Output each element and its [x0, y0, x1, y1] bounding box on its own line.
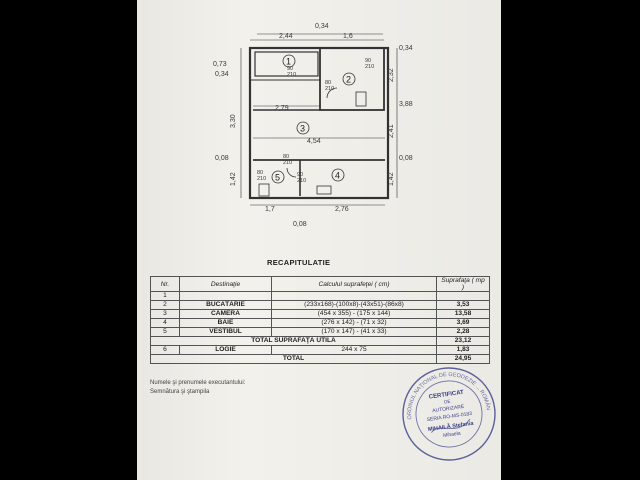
recap-title: RECAPITULATIE — [267, 258, 331, 267]
stamp-line-2: DE — [444, 399, 451, 405]
logie-calc: 244 x 75 — [271, 345, 437, 355]
logie-nr: 6 — [150, 345, 180, 355]
room-2-outline — [319, 47, 385, 111]
row-dest: CAMERĂ — [179, 309, 272, 319]
row-nr: 3 — [150, 309, 180, 319]
row-nr: 2 — [150, 300, 180, 310]
recap-table: Nr. Destinaţie Calculul suprafeţei ( cm)… — [150, 276, 490, 364]
dim-top-right: 1,6 — [343, 33, 353, 40]
total-utila-row: TOTAL SUPRAFAŢĂ UTILĂ 23,12 — [150, 336, 490, 346]
dim-inner-454: 4,54 — [307, 138, 321, 145]
stamp-line-6: Mihaela — [443, 431, 461, 439]
row-dest: VESTIBUL — [179, 327, 272, 337]
row-sup: 3,53 — [436, 300, 490, 310]
dim-right-142: 1,42 — [388, 172, 395, 186]
dim-right-top: 0,34 — [399, 45, 413, 52]
row-calc — [271, 291, 437, 301]
row-nr: 4 — [150, 318, 180, 328]
table-header-row: Nr. Destinaţie Calculul suprafeţei ( cm)… — [150, 276, 490, 292]
row-nr: 5 — [150, 327, 180, 337]
room-number-5: 5 — [275, 173, 280, 183]
notes-line-1: Numele şi prenumele executantului: — [150, 380, 246, 386]
dim-right-241: 2,41 — [388, 124, 395, 138]
table-row: 3 CAMERĂ (454 x 355) - (175 x 144) 13,58 — [150, 309, 490, 319]
room-number-2: 2 — [346, 75, 351, 85]
stamp-line-3: AUTORIZARE — [432, 404, 465, 415]
dim-top-mid: 0,34 — [315, 23, 329, 30]
dim-top-left: 2,44 — [279, 33, 293, 40]
total-label: TOTAL — [150, 354, 437, 364]
row-calc: (276 x 142) - (71 x 32) — [271, 318, 437, 328]
room-number-4: 4 — [335, 171, 340, 181]
row-calc: (454 x 355) - (175 x 144) — [271, 309, 437, 319]
dim-left-008: 0,08 — [215, 155, 229, 162]
dim-right-008: 0,08 — [399, 155, 413, 162]
dim-inner-279: 2,79 — [275, 105, 289, 112]
dim-left-142: 1,42 — [230, 172, 237, 186]
dim-left-total: 3,30 — [230, 114, 237, 128]
row-sup: 13,58 — [436, 309, 490, 319]
total-value: 24,95 — [436, 354, 490, 364]
signature-scribble — [431, 418, 471, 433]
row-nr: 1 — [150, 291, 180, 301]
table-row: 2 BUCĂTĂRIE (233x168)-(100x8)-(43x51)-(8… — [150, 300, 490, 310]
logie-sup: 1,83 — [436, 345, 490, 355]
notes-line-2: Semnătura şi ştampila — [150, 389, 210, 395]
row-sup: 2,28 — [436, 327, 490, 337]
row-dest — [179, 291, 272, 301]
dim-bottom-right: 2,76 — [335, 206, 349, 213]
row-dest: BAIE — [179, 318, 272, 328]
table-row: 1 — [150, 291, 490, 301]
dim-left-a: 0,73 — [213, 61, 227, 68]
dim-left-b: 0,34 — [215, 71, 229, 78]
outer-wall — [248, 46, 390, 200]
dim-bottom-left: 1,7 — [265, 206, 275, 213]
authorization-stamp: ORDINUL NAŢIONAL DE GEODEZIE ... ROMÂNIA… — [399, 360, 496, 461]
document-page: 0,34 2,44 1,6 0,34 0,73 0,34 3,88 0,08 0… — [137, 0, 501, 480]
dim-right-mid: 3,88 — [399, 101, 413, 108]
header-destinatie: Destinaţie — [179, 276, 272, 292]
header-suprafata: Suprafaţa ( mp ) — [436, 276, 490, 292]
row-calc: (170 x 147) - (41 x 33) — [271, 327, 437, 337]
room-1-outline — [254, 51, 319, 77]
dim-right-total-a: 2,32 — [388, 68, 395, 82]
floor-plan: 0,34 2,44 1,6 0,34 0,73 0,34 3,88 0,08 0… — [213, 23, 413, 228]
room-number-1: 1 — [286, 57, 291, 67]
row-sup — [436, 291, 490, 301]
table-row: 5 VESTIBUL (170 x 147) - (41 x 33) 2,28 — [150, 327, 490, 337]
total-utila-label: TOTAL SUPRAFAŢĂ UTILĂ — [150, 336, 437, 346]
row-calc: (233x168)-(100x8)-(43x51)-(86x8) — [271, 300, 437, 310]
room-number-3: 3 — [300, 124, 305, 134]
table-row: 4 BAIE (276 x 142) - (71 x 32) 3,69 — [150, 318, 490, 328]
dim-bottom-below: 0,08 — [293, 221, 307, 228]
total-utila-value: 23,12 — [436, 336, 490, 346]
notes: Numele şi prenumele executantului: Semnă… — [150, 379, 245, 397]
row-dest: BUCĂTĂRIE — [179, 300, 272, 310]
header-nr: Nr. — [150, 276, 180, 292]
logie-dest: LOGIE — [179, 345, 272, 355]
header-calcul: Calculul suprafeţei ( cm) — [271, 276, 437, 292]
stamp-line-1: CERTIFICAT — [429, 390, 465, 401]
row-sup: 3,69 — [436, 318, 490, 328]
table-row-logie: 6 LOGIE 244 x 75 1,83 — [150, 345, 490, 355]
total-row: TOTAL 24,95 — [150, 354, 490, 364]
